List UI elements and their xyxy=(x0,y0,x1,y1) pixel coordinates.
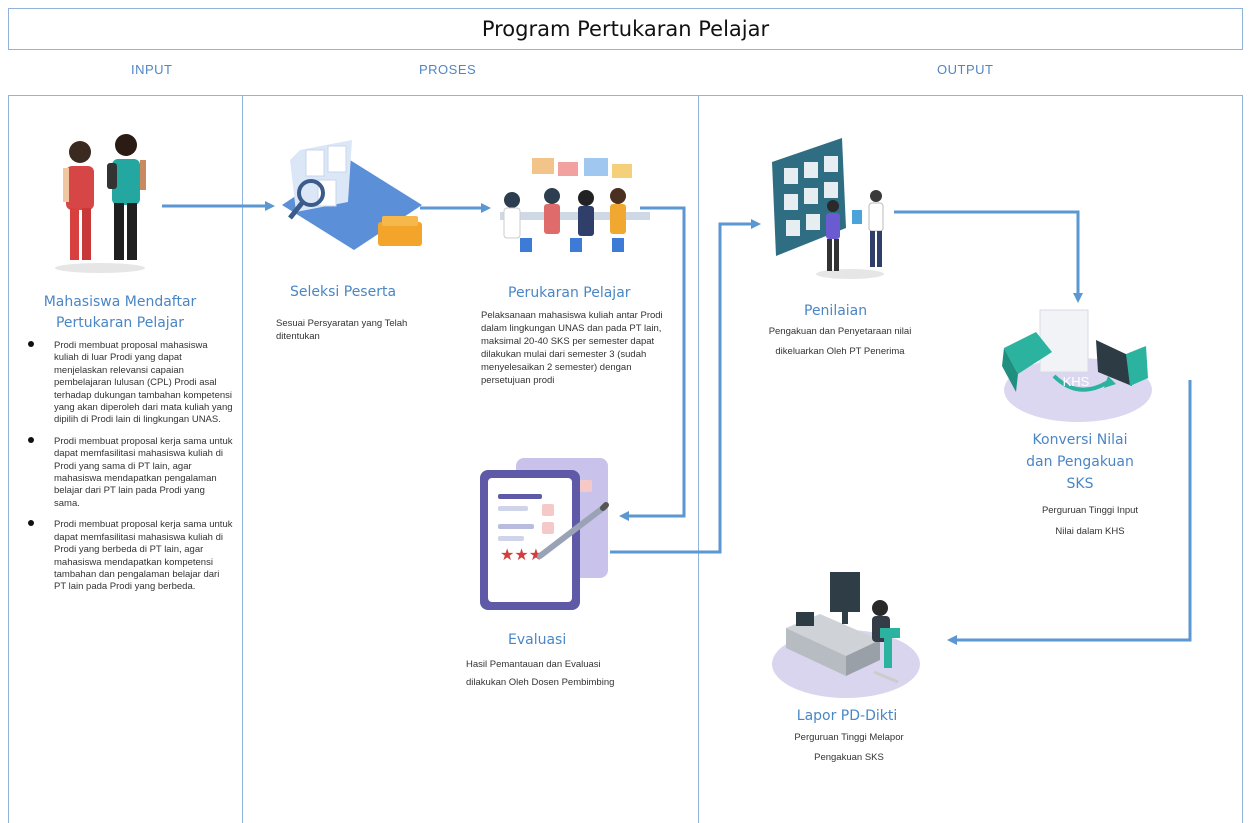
svg-text:★★★: ★★★ xyxy=(500,545,543,564)
column-label-output: OUTPUT xyxy=(937,62,994,77)
flow-arrows xyxy=(162,201,1192,645)
classroom-illustration xyxy=(500,158,650,252)
bullet-text: Prodi membuat proposal kerja sama untuk … xyxy=(54,519,233,593)
khs-badge-text: KHS xyxy=(1063,374,1090,389)
bullet-dot xyxy=(28,520,34,527)
arrow-konversi-to-lapor xyxy=(947,380,1192,645)
diagram-title: Program Pertukaran Pelajar xyxy=(8,8,1243,50)
selection-laptop-illustration xyxy=(282,140,422,250)
assessment-board-illustration xyxy=(772,138,884,279)
konversi-text-line1: Perguruan Tinggi Input xyxy=(1041,505,1139,516)
list-item: Prodi membuat proposal kerja sama untuk … xyxy=(28,519,233,593)
seleksi-text: Sesuai Persyaratan yang Telah ditentukan xyxy=(276,318,408,342)
bullet-dot xyxy=(28,436,34,443)
bullet-dot xyxy=(28,341,34,347)
konversi-heading-line1: Konversi Nilai xyxy=(1032,432,1128,448)
penilaian-heading: Penilaian xyxy=(804,303,868,319)
reporting-desk-illustration xyxy=(772,572,920,698)
arrow-evaluasi-to-penilaian xyxy=(610,219,761,554)
lapor-text-line1: Perguruan Tinggi Melapor xyxy=(794,732,904,743)
input-bullet-list: Prodi membuat proposal mahasiswa kuliah … xyxy=(28,340,233,603)
list-item: Prodi membuat proposal kerja sama untuk … xyxy=(28,436,233,510)
students-illustration xyxy=(55,134,146,273)
input-heading-line2: Pertukaran Pelajar xyxy=(55,315,185,331)
konversi-heading-line2: dan Pengakuan xyxy=(1026,454,1134,470)
pertukaran-text: Pelaksanaan mahasiswa kuliah antar Prodi… xyxy=(481,310,663,386)
lapor-text-line2: Pengakuan SKS xyxy=(814,752,884,763)
column-label-process: PROSES xyxy=(419,62,477,77)
list-item: Prodi membuat proposal mahasiswa kuliah … xyxy=(28,340,233,427)
konversi-text-line2: Nilai dalam KHS xyxy=(1055,526,1125,537)
bullet-text: Prodi membuat proposal mahasiswa kuliah … xyxy=(54,340,233,426)
arrow-pertukaran-to-evaluasi xyxy=(619,206,686,521)
evaluasi-text-line2: dilakukan Oleh Dosen Pembimbing xyxy=(466,677,615,688)
bullet-text: Prodi membuat proposal kerja sama untuk … xyxy=(54,435,233,509)
column-label-input: INPUT xyxy=(131,62,173,77)
output-panel xyxy=(698,95,1243,823)
evaluasi-heading: Evaluasi xyxy=(508,632,567,648)
khs-conversion-illustration xyxy=(1002,309,1152,422)
pertukaran-heading: Perukaran Pelajar xyxy=(508,285,631,301)
konversi-heading-line3: SKS xyxy=(1066,476,1094,492)
seleksi-heading: Seleksi Peserta xyxy=(290,284,397,300)
penilaian-text-line2: dikeluarkan Oleh PT Penerima xyxy=(775,346,905,357)
penilaian-text-line1: Pengakuan dan Penyetaraan nilai xyxy=(768,326,912,337)
evaluasi-text-line1: Hasil Pemantauan dan Evaluasi xyxy=(466,659,601,670)
arrow-penilaian-to-konversi xyxy=(894,210,1083,303)
lapor-heading: Lapor PD-Dikti xyxy=(796,708,898,724)
input-heading-line1: Mahasiswa Mendaftar xyxy=(43,294,197,310)
evaluation-clipboard-illustration: ★★★ xyxy=(480,458,609,610)
